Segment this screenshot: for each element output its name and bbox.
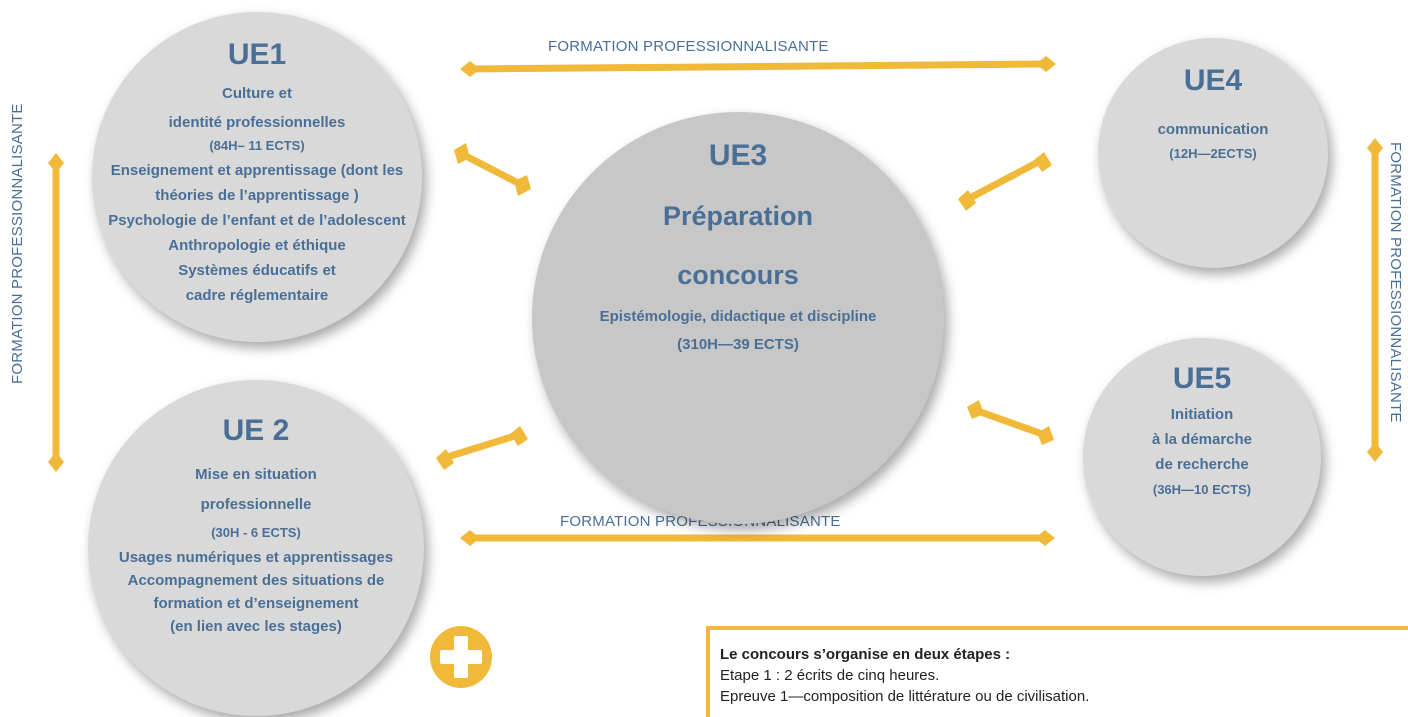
ue5-hours: (36H—10 ECTS) — [1152, 482, 1252, 497]
ue3-line: concours — [677, 260, 799, 290]
connector-bottom-end-right — [1035, 530, 1055, 546]
ue3-line: Préparation — [662, 201, 814, 231]
ue1-line: Psychologie de l’enfant et de l’adolesce… — [108, 212, 406, 229]
ue1-title: UE1 — [227, 38, 287, 71]
plus-circle-icon[interactable] — [430, 626, 492, 688]
connector-ue5-ue3-end-a — [967, 400, 984, 419]
connector-top — [466, 60, 1049, 73]
connector-ue4-ue3-end-a — [958, 190, 976, 211]
ue2-hours: (30H - 6 ECTS) — [211, 525, 301, 540]
connector-ue4-ue3-end-b — [1034, 152, 1052, 172]
connector-ue1-ue3 — [458, 150, 526, 189]
ue1-circle: UE1 Culture et identité professionnelles… — [92, 12, 422, 342]
ue2-line: Usages numériques et apprentissages — [118, 549, 394, 566]
connector-left-end-top — [48, 153, 64, 173]
connector-ue1-ue3-end-a — [454, 143, 470, 164]
ue2-line: Mise en situation — [195, 466, 317, 483]
connector-right-end-bottom — [1367, 442, 1383, 462]
connector-ue2-ue3 — [440, 431, 522, 462]
ue5-circle: UE5 Initiation à la démarche de recherch… — [1083, 338, 1321, 576]
ue5-line: à la démarche — [1151, 431, 1253, 448]
ue2-line: Accompagnement des situations de — [127, 572, 385, 589]
ue1-line: Culture et — [221, 85, 292, 102]
connector-ue1-ue3-end-b — [514, 175, 531, 196]
connector-left-end-bottom — [48, 452, 64, 472]
connector-top-end-right — [1036, 56, 1056, 72]
ue2-line: (en lien avec les stages) — [170, 618, 342, 635]
ue4-line: communication — [1157, 121, 1269, 138]
ue1-line: Enseignement et apprentissage (dont les — [110, 162, 404, 179]
flow-label-top: FORMATION PROFESSIONNALISANTE — [548, 38, 829, 55]
ue3-line: Epistémologie, didactique et discipline — [599, 308, 877, 325]
info-box-line: Etape 1 : 2 écrits de cinq heures. — [720, 667, 940, 684]
ue2-line: professionnelle — [200, 496, 312, 513]
ue2-circle: UE 2 Mise en situation professionnelle (… — [88, 380, 424, 716]
ue3-title: UE3 — [708, 139, 768, 172]
ue4-title: UE4 — [1183, 64, 1243, 97]
ue4-circle: UE4 communication (12H—2ECTS) — [1098, 38, 1328, 268]
connector-ue4-ue3 — [962, 156, 1046, 204]
flow-label-right: FORMATION PROFESSIONNALISANTE — [1387, 142, 1404, 423]
ue1-line: Anthropologie et éthique — [168, 237, 346, 254]
ue5-line: de recherche — [1155, 456, 1249, 473]
connector-bottom-end-left — [460, 530, 480, 546]
ue1-line: identité professionnelles — [168, 114, 346, 131]
connector-right-end-top — [1367, 138, 1383, 158]
ue2-title: UE 2 — [222, 414, 290, 447]
info-box-line: Epreuve 1—composition de littérature ou … — [720, 688, 1090, 705]
connector-ue2-ue3-end-b — [510, 426, 528, 446]
concours-info-box: Le concours s’organise en deux étapes : … — [706, 626, 1408, 717]
info-box-title: Le concours s’organise en deux étapes : — [720, 646, 1011, 663]
connector-ue2-ue3-end-a — [436, 449, 454, 470]
ue1-hours: (84H– 11 ECTS) — [209, 138, 305, 153]
ue1-line: théories de l’apprentissage ) — [155, 187, 359, 204]
ue5-title: UE5 — [1172, 362, 1232, 395]
connector-top-end-left — [460, 61, 480, 77]
ue2-line: formation et d’enseignement — [153, 595, 359, 612]
ue5-line: Initiation — [1170, 406, 1234, 423]
ue4-hours: (12H—2ECTS) — [1169, 146, 1257, 161]
ue1-line: cadre réglementaire — [185, 287, 329, 304]
flow-label-left: FORMATION PROFESSIONNALISANTE — [9, 103, 26, 384]
ue1-line: Systèmes éducatifs et — [178, 262, 336, 279]
connector-ue5-ue3-end-b — [1037, 426, 1054, 445]
ue3-circle: UE3 Préparation concours Epistémologie, … — [532, 112, 944, 524]
ue3-hours: (310H—39 ECTS) — [677, 336, 799, 353]
connector-ue5-ue3 — [971, 406, 1049, 439]
